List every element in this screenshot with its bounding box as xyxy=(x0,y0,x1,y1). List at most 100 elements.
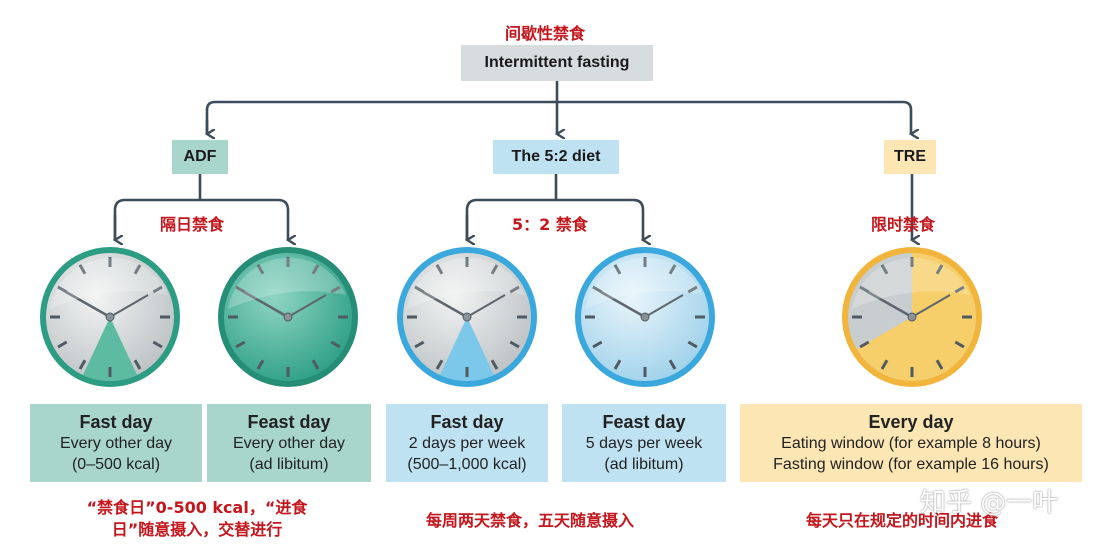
d52-note: 每周两天禁食，五天随意摄入 xyxy=(426,511,635,530)
root-branch xyxy=(205,100,911,134)
clock-tick xyxy=(311,264,320,275)
clock-face-detail xyxy=(228,257,348,377)
connectors xyxy=(115,81,912,240)
card-line: Every other day xyxy=(59,435,173,452)
clock-tick xyxy=(859,285,870,294)
clock-gloss xyxy=(585,257,703,309)
clock-tick xyxy=(668,359,677,370)
clock-tick xyxy=(57,340,68,349)
clock-hand xyxy=(65,290,111,319)
card-title: Feast day xyxy=(602,412,686,432)
adf-branch xyxy=(113,174,288,240)
clock-tick xyxy=(490,359,499,370)
root-node: Intermittent fasting xyxy=(461,45,653,81)
card-line: (0–500 kcal) xyxy=(71,456,161,473)
clock-tick xyxy=(880,264,889,275)
card-d52-feast-day: Feast day 5 days per week (ad libitum) xyxy=(562,404,726,482)
card-line: (500–1,000 kcal) xyxy=(407,456,527,473)
card-line: 2 days per week xyxy=(408,435,526,452)
clock-tick xyxy=(256,359,265,370)
root-cn-label: 间歇性禁食 xyxy=(505,24,586,43)
clock-hand xyxy=(644,294,684,318)
d52-branch xyxy=(465,174,643,240)
clock-center xyxy=(907,312,917,322)
card-line: Fasting window (for example 16 hours) xyxy=(773,456,1049,473)
clock-tick xyxy=(613,264,622,275)
tre-cn-label: 限时禁食 xyxy=(871,215,936,234)
clock-tick xyxy=(235,285,246,294)
card-title: Fast day xyxy=(430,412,504,432)
clock-center xyxy=(640,312,650,322)
clock-tick xyxy=(256,264,265,275)
clock-hand xyxy=(867,290,913,319)
card-adf-feast-day: Feast day Every other day (ad libitum) xyxy=(207,404,371,482)
clock-tick xyxy=(509,285,520,294)
clock-tick xyxy=(78,264,87,275)
clock-tick xyxy=(414,340,425,349)
card-line: (ad libitum) xyxy=(604,456,684,473)
card-d52-fast-day: Fast day 2 days per week (500–1,000 kcal… xyxy=(386,404,548,482)
clock-face-detail xyxy=(50,257,170,377)
clock-hand xyxy=(422,290,468,319)
clock-gloss xyxy=(407,257,525,309)
card-line: Eating window (for example 8 hours) xyxy=(781,435,1041,452)
card-adf-fast-day: Fast day Every other day (0–500 kcal) xyxy=(30,404,202,482)
clock-tick xyxy=(330,340,341,349)
clock-hand xyxy=(243,290,289,319)
adf-note: “禁食日”0-500 kcal，“进食日”随意摄入，交替进行 xyxy=(86,498,308,539)
clock-tick xyxy=(592,340,603,349)
clock-tick xyxy=(935,359,944,370)
card-title: Fast day xyxy=(79,412,153,432)
clock-face-detail xyxy=(407,257,527,377)
card-title: Every day xyxy=(868,412,954,432)
clock-tick xyxy=(78,359,87,370)
clock-gloss xyxy=(50,257,168,309)
tre-note: 每天只在规定的时间内进食 xyxy=(806,511,999,530)
category-5-2-diet: The 5:2 diet xyxy=(493,140,619,174)
clock-tick xyxy=(133,264,142,275)
clock-tick xyxy=(954,285,965,294)
clock-tick xyxy=(133,359,142,370)
card-title: Feast day xyxy=(247,412,331,432)
clock-tick xyxy=(435,359,444,370)
clock-hand xyxy=(287,294,327,318)
watermark: 知乎 @一叶 xyxy=(920,488,1059,518)
adf-cn-label: 隔日禁食 xyxy=(160,215,225,234)
clock-tick xyxy=(687,285,698,294)
clock-tick xyxy=(311,359,320,370)
clock-tick xyxy=(880,359,889,370)
clock-gloss xyxy=(228,257,346,309)
clock-tick xyxy=(859,340,870,349)
card-line: Every other day xyxy=(232,435,346,452)
clock-tick xyxy=(330,285,341,294)
clock-tick xyxy=(435,264,444,275)
clock-hand xyxy=(911,294,951,318)
clock-tick xyxy=(490,264,499,275)
clock-tick xyxy=(935,264,944,275)
clock-tick xyxy=(954,340,965,349)
clock-tick xyxy=(668,264,677,275)
clock-hand xyxy=(109,294,149,318)
clock-tick xyxy=(152,340,163,349)
clock-tick xyxy=(152,285,163,294)
clock-face-detail xyxy=(852,257,972,377)
clock-center xyxy=(462,312,472,322)
card-tre-every-day: Every day Eating window (for example 8 h… xyxy=(740,404,1082,482)
clock-hand xyxy=(600,290,646,319)
clock-gloss xyxy=(852,257,970,309)
clock-face-detail xyxy=(585,257,705,377)
clock-tick xyxy=(613,359,622,370)
card-line: (ad libitum) xyxy=(249,456,329,473)
clock-tick xyxy=(414,285,425,294)
d52-cn-label: 5：2 禁食 xyxy=(512,215,588,234)
clock-tick xyxy=(57,285,68,294)
category-tre: TRE xyxy=(884,140,936,174)
clock-hand xyxy=(466,294,506,318)
clock-tick xyxy=(509,340,520,349)
clock-tick xyxy=(592,285,603,294)
clock-tick xyxy=(687,340,698,349)
clock-tick xyxy=(235,340,246,349)
category-adf: ADF xyxy=(172,140,228,174)
card-line: 5 days per week xyxy=(585,435,703,452)
